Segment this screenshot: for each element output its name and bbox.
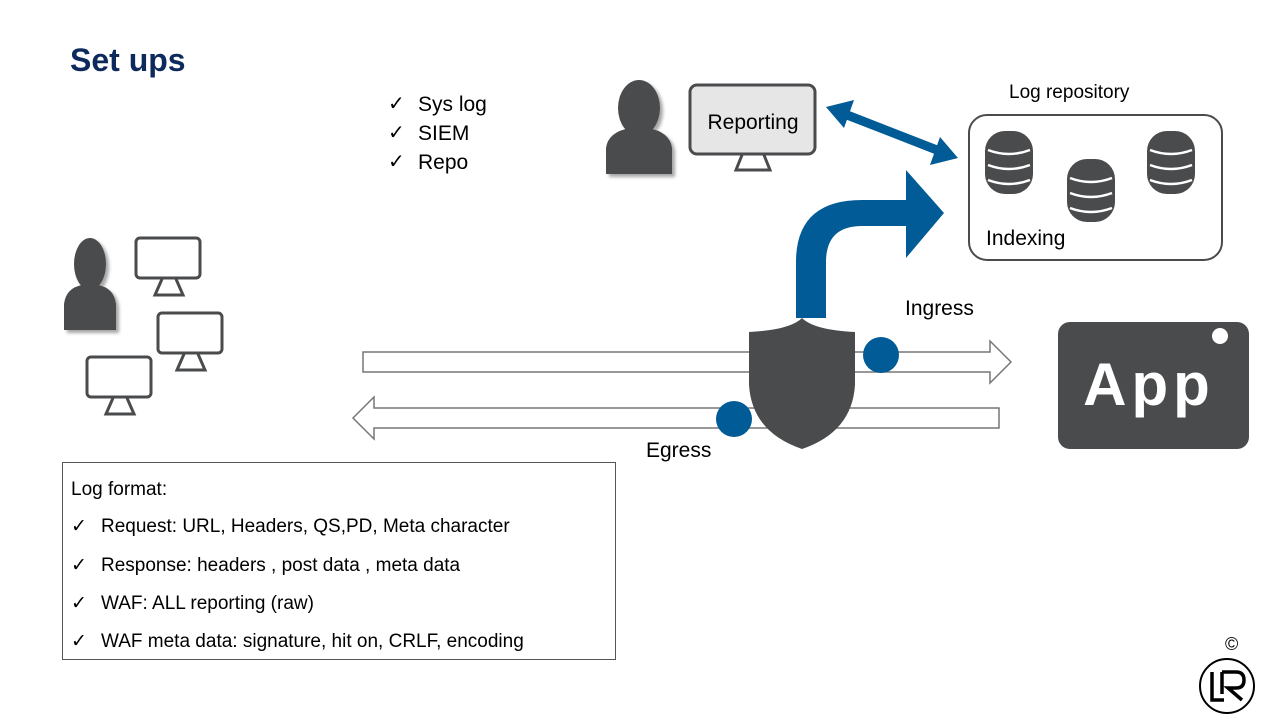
database-icon [1147,131,1195,194]
app-label: App [1083,351,1215,418]
monitor-icon [134,236,202,297]
log-format-item-label: Request: URL, Headers, QS,PD, Meta chara… [101,515,510,537]
ingress-label: Ingress [905,297,974,320]
app-icon [1058,322,1249,449]
database-icon [985,131,1033,194]
ingress-arrow [362,339,1013,385]
user-icon [606,80,672,174]
monitor-icon [156,311,224,372]
checklist-item-label: Repo [418,151,469,174]
indexing-label: Indexing [986,227,1065,250]
check-icon: ✓ [388,122,405,144]
checklist-item-label: SIEM [418,122,470,145]
setup-checklist: ✓ Sys log ✓ SIEM ✓ Repo [388,90,487,177]
log-format-item-label: Response: headers , post data , meta dat… [101,554,461,576]
user-icon [64,238,116,330]
checklist-item: ✓ SIEM [388,119,487,148]
check-icon: ✓ [388,93,405,115]
checklist-item: ✓ Sys log [388,90,487,119]
log-format-item-label: WAF: ALL reporting (raw) [101,592,314,614]
log-format-item: ✓ Response: headers , post data , meta da… [71,554,460,577]
egress-arrow [351,395,1000,441]
copyright-mark: © [1225,634,1239,654]
log-format-box: Log format: ✓ Request: URL, Headers, QS,P… [62,462,616,660]
egress-label: Egress [646,439,711,462]
egress-dot [716,401,752,437]
check-icon: ✓ [71,631,87,652]
check-icon: ✓ [388,151,405,173]
checklist-item: ✓ Repo [388,148,487,177]
logo-icon [1199,658,1255,714]
log-repository-label: Log repository [1009,82,1130,103]
page-title: Set ups [70,42,186,78]
double-arrow-icon [826,100,958,165]
shield-icon [749,318,855,449]
check-icon: ✓ [71,555,87,576]
checklist-item-label: Sys log [418,93,487,116]
reporting-monitor-icon [688,83,817,172]
database-icon [1067,159,1115,222]
check-icon: ✓ [71,593,87,614]
log-format-item: ✓ WAF: ALL reporting (raw) [71,592,314,615]
log-flow-arrow-icon [796,170,944,318]
log-format-item-label: WAF meta data: signature, hit on, CRLF, … [101,630,524,652]
log-format-header: Log format: [71,479,168,500]
monitor-icon [85,355,153,416]
ingress-dot [863,337,899,373]
log-format-item: ✓ Request: URL, Headers, QS,PD, Meta char… [71,515,510,538]
reporting-label: Reporting [707,111,798,134]
log-format-item: ✓ WAF meta data: signature, hit on, CRLF,… [71,630,524,653]
check-icon: ✓ [71,516,87,537]
